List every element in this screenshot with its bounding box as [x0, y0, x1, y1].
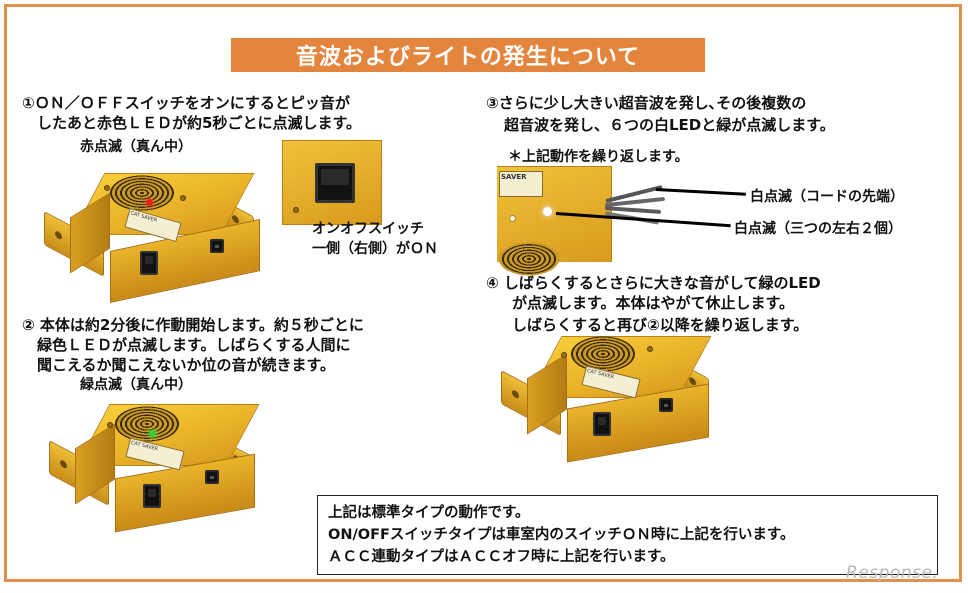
label-plate: SAVER — [499, 171, 543, 197]
speaker-grill — [110, 175, 174, 211]
white-led-side — [543, 207, 552, 216]
step4-line3: しばらくすると再び②以降を繰り返します。 — [512, 316, 809, 334]
power-jack — [659, 398, 673, 412]
screw — [561, 352, 567, 358]
red-led — [146, 199, 153, 206]
screw — [293, 207, 299, 213]
rocker-switch — [140, 251, 158, 275]
white-callout-cable-tip: 白点滅（コードの先端） — [750, 189, 904, 205]
white-callout-side-led: 白点滅（三つの左右２個） — [734, 221, 902, 237]
rocker-switch — [593, 412, 611, 436]
speaker-grill — [571, 336, 635, 372]
notes-line3: ＡＣＣ連動タイプはＡＣＣオフ時に上記を行います。 — [328, 549, 675, 565]
switch-callout-line1: オンオフスイッチ — [312, 221, 424, 237]
screw — [180, 195, 186, 201]
step4-line1: ④ しばらくするとさらに大きな音がして緑のLED — [486, 274, 821, 292]
step2-line2: 緑色ＬＥＤが点滅します。しばらくする人間に — [37, 336, 351, 354]
power-jack — [210, 239, 224, 253]
step2-line1: ② 本体は約2分後に作動開始します。約５秒ごとに — [22, 316, 364, 334]
rocker-switch-closeup — [315, 163, 355, 203]
switch-callout-line2: 一側（右側）がＯＮ — [312, 241, 438, 257]
page-frame — [4, 4, 962, 582]
power-jack — [205, 470, 219, 484]
device-image-step1: CAT SAVER — [40, 165, 260, 303]
step3-line2: 超音波を発し、６つの白LEDと緑が点滅します。 — [504, 116, 835, 134]
notes-line2: ON/OFFスイッチタイプは車室内のスイッチＯＮ時に上記を行います。 — [328, 527, 795, 543]
step2-green-callout: 緑点滅（真ん中） — [80, 377, 192, 393]
screw — [104, 185, 110, 191]
screw — [107, 422, 113, 428]
device-image-step2: CAT SAVER — [45, 398, 260, 533]
switch-closeup-image — [282, 140, 382, 225]
device-label: SAVER — [501, 173, 527, 181]
white-led-small — [509, 215, 516, 222]
green-led — [149, 430, 156, 437]
watermark-logo: Response. — [846, 563, 939, 583]
step1-line2: したあと赤色ＬＥＤが約5秒ごとに点滅します。 — [37, 114, 361, 132]
step3-repeat-note: ＊上記動作を繰り返します。 — [508, 149, 689, 165]
step1-line1: ①ＯＮ／ＯＦＦスイッチをオンにするとピッ音が — [22, 94, 350, 112]
notes-line1: 上記は標準タイプの動作です。 — [328, 505, 530, 521]
device-closeup-step3: SAVER — [497, 166, 612, 276]
screw — [647, 346, 653, 352]
device-image-step4: CAT SAVER — [497, 330, 712, 463]
step1-red-callout: 赤点滅（真ん中） — [80, 139, 192, 155]
notes-box: 上記は標準タイプの動作です。 ON/OFFスイッチタイプは車室内のスイッチＯＮ時… — [317, 495, 938, 575]
step4-line2: が点滅します。本体はやがて休止します。 — [512, 294, 795, 312]
speaker-grill — [499, 242, 559, 276]
speaker-grill — [115, 406, 179, 442]
rocker-switch — [143, 484, 161, 508]
step2-line3: 聞こえるか聞こえないか位の音が続きます。 — [37, 356, 336, 374]
step3-line1: ③さらに少し大きい超音波を発し､その後複数の — [486, 94, 807, 112]
page-title: 音波およびライトの発生について — [231, 38, 705, 72]
